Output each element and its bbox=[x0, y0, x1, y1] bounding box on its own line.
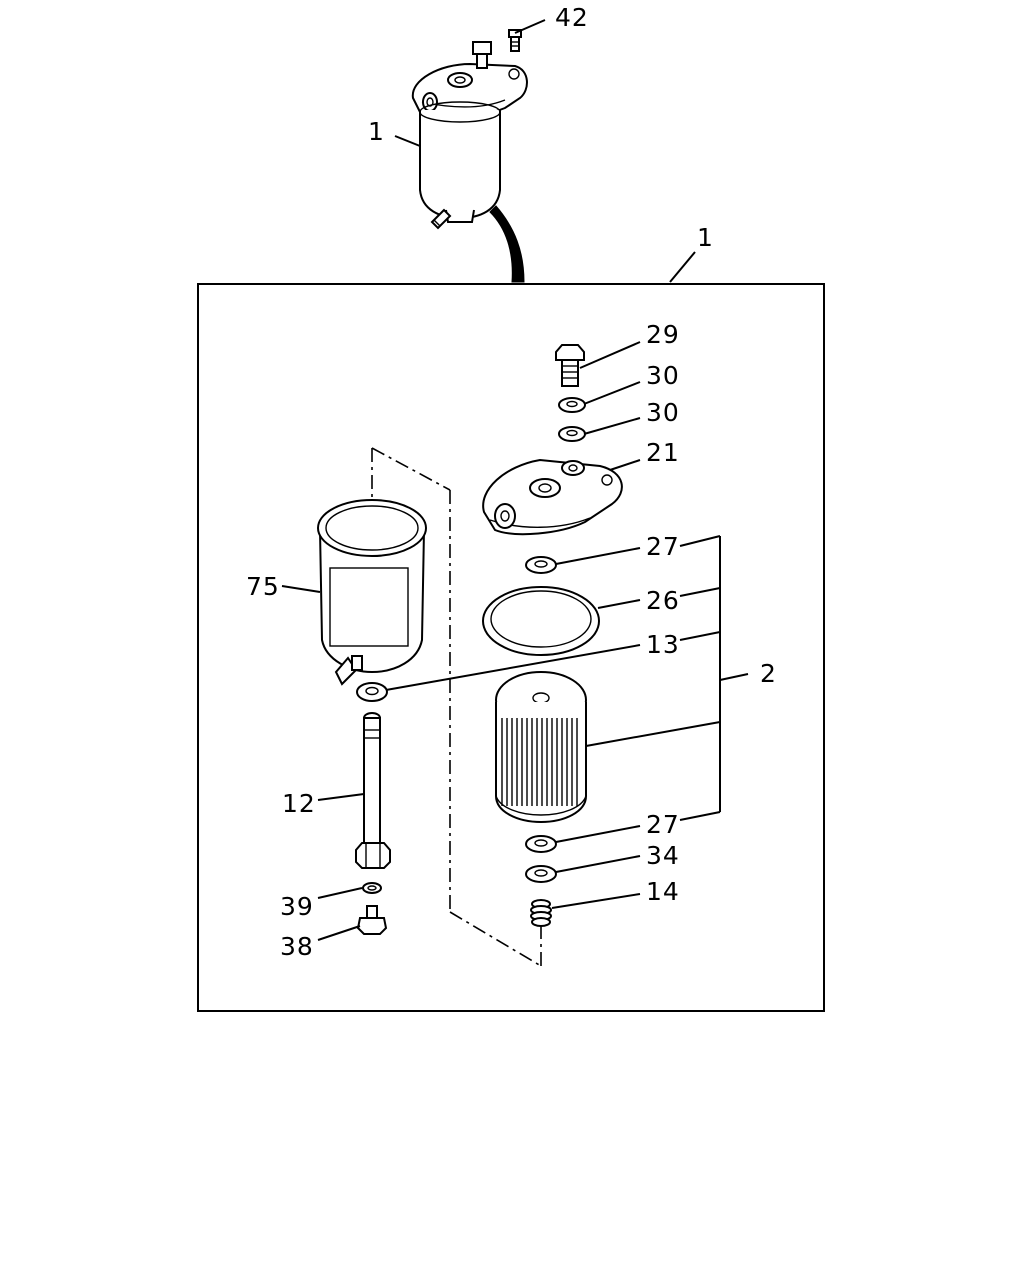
bowl-75-illustration bbox=[317, 499, 427, 686]
callout-1-top: 1 bbox=[368, 117, 385, 146]
bolt-29-illustration bbox=[555, 344, 585, 387]
filter-head-21-illustration bbox=[482, 458, 623, 536]
washer-34-illustration bbox=[525, 865, 557, 883]
leader-42 bbox=[514, 19, 546, 34]
callout-34: 34 bbox=[646, 841, 680, 870]
washer-27a-illustration bbox=[525, 556, 557, 574]
callout-12: 12 bbox=[282, 789, 316, 818]
callout-29: 29 bbox=[646, 320, 680, 349]
callout-30-a: 30 bbox=[646, 361, 680, 390]
callout-14: 14 bbox=[646, 877, 680, 906]
assembled-fuel-filter bbox=[411, 29, 528, 230]
callout-21: 21 bbox=[646, 438, 680, 467]
leader-lines bbox=[281, 341, 749, 941]
callout-75: 75 bbox=[246, 572, 280, 601]
center-tube-12-illustration bbox=[355, 712, 391, 869]
detail-arrow bbox=[489, 205, 525, 283]
callout-2: 2 bbox=[760, 659, 777, 688]
callout-42: 42 bbox=[555, 3, 589, 32]
callout-38: 38 bbox=[280, 932, 314, 961]
leader-1-box bbox=[669, 251, 696, 283]
spring-14-illustration bbox=[530, 899, 552, 927]
filter-element-illustration bbox=[495, 671, 587, 824]
callout-39: 39 bbox=[280, 892, 314, 921]
washer-30b-illustration bbox=[558, 426, 586, 442]
callout-30-b: 30 bbox=[646, 398, 680, 427]
plug-38-illustration bbox=[356, 905, 388, 935]
detail-frame bbox=[197, 283, 825, 1012]
callout-1-box: 1 bbox=[697, 223, 714, 252]
bolt-42-illustration bbox=[508, 29, 522, 52]
callout-27-a: 27 bbox=[646, 532, 680, 561]
washer-27b-illustration bbox=[525, 835, 557, 853]
washer-30a-illustration bbox=[558, 397, 586, 413]
callout-13: 13 bbox=[646, 630, 680, 659]
callout-27-b: 27 bbox=[646, 810, 680, 839]
leader-1-top bbox=[394, 135, 421, 147]
o-ring-26-illustration bbox=[482, 586, 600, 656]
washer-39-illustration bbox=[362, 882, 382, 894]
callout-26: 26 bbox=[646, 586, 680, 615]
washer-13-illustration bbox=[356, 682, 388, 702]
